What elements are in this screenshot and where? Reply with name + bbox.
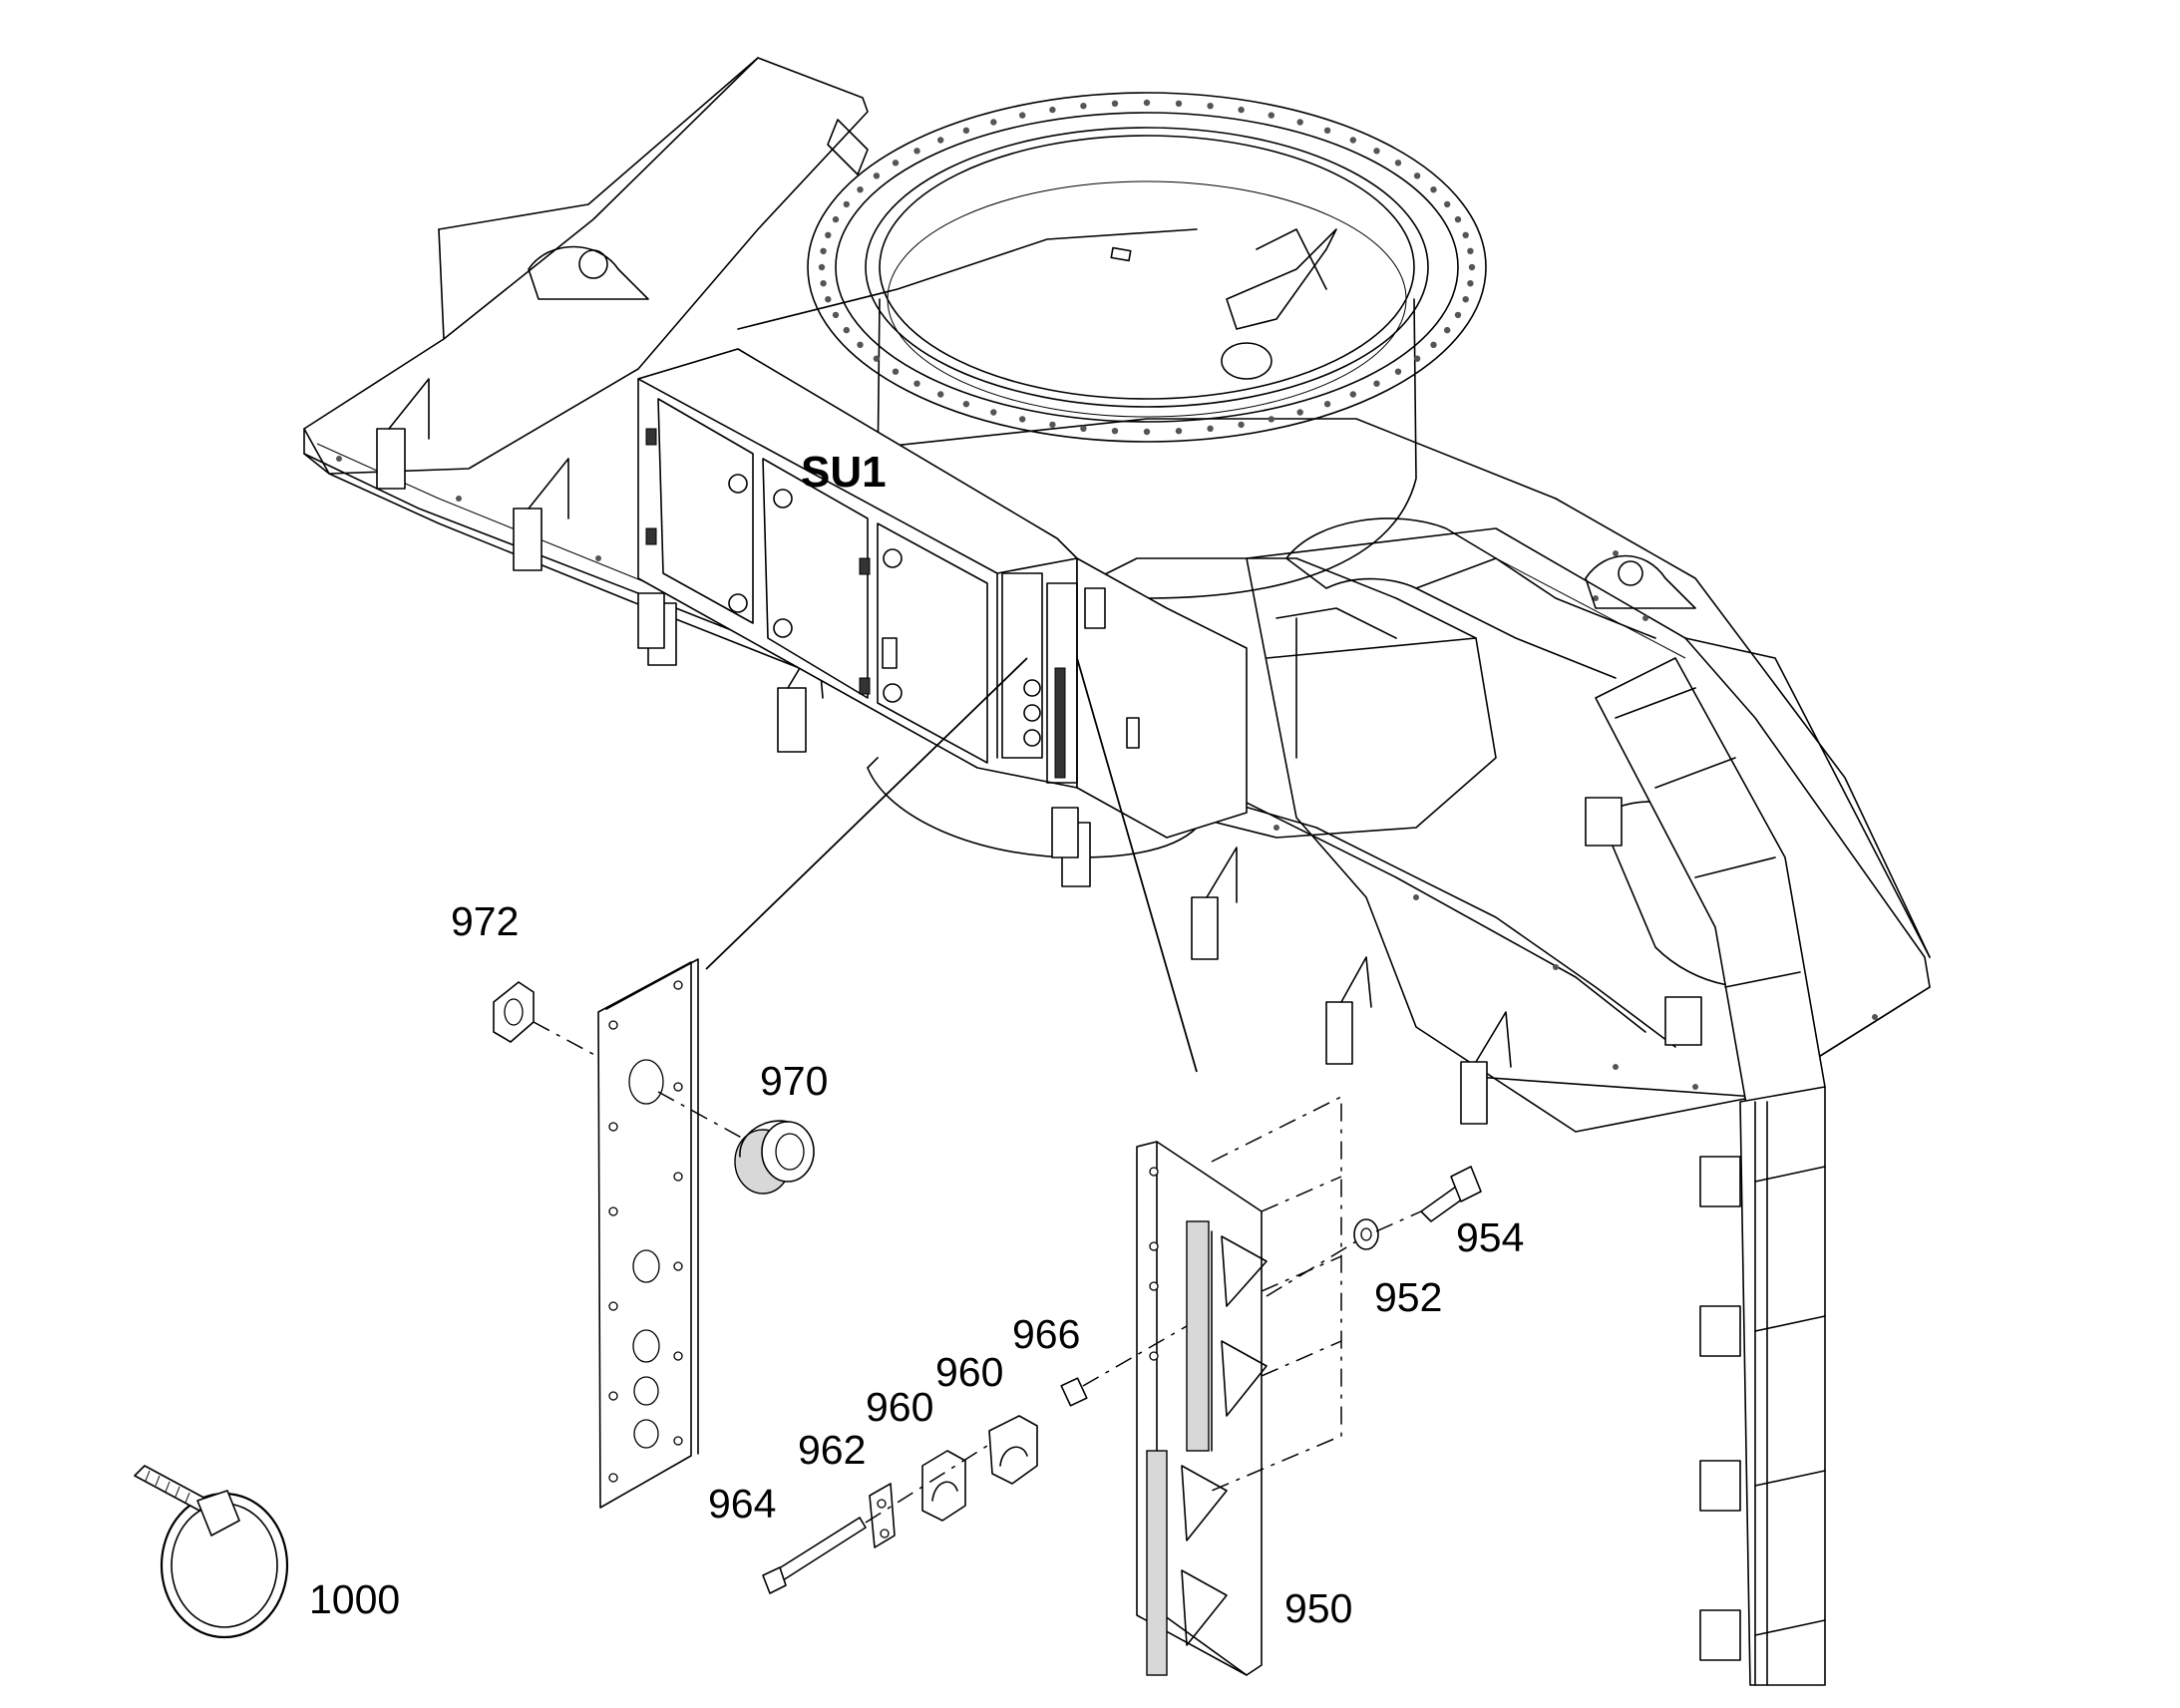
part-1000-cable-tie	[134, 1465, 289, 1639]
flange-bolt-hole	[1373, 148, 1380, 155]
flange-bolt-hole	[990, 119, 997, 126]
flange-bolt-hole	[1462, 296, 1469, 303]
slewing-ring-flange	[807, 92, 1487, 599]
flange-bolt-hole	[1444, 200, 1451, 208]
flange-bolt-hole	[1143, 428, 1151, 436]
part-950-bracket	[1136, 1095, 1342, 1676]
flange-bolt-hole	[892, 160, 900, 167]
flange-bolt-hole	[1268, 416, 1275, 423]
flange-bolt-hole	[1394, 368, 1402, 375]
label-972: 972	[451, 898, 519, 944]
flange-bolt-hole	[913, 148, 920, 155]
flange-bolt-hole	[1413, 355, 1421, 362]
flange-bolt-hole	[1462, 231, 1469, 238]
label-1000: 1000	[309, 1576, 400, 1622]
flange-bolt-hole	[1143, 99, 1151, 107]
part-labels: SU1 972 970 954 952 966 960 960 962 964 …	[309, 448, 1524, 1631]
flange-bolt-hole	[1018, 416, 1026, 423]
flange-bolt-hole	[1018, 112, 1026, 119]
clamp-hardware	[762, 1166, 1482, 1594]
flange-bolt-hole	[1049, 421, 1056, 429]
flange-bolt-hole	[1373, 380, 1380, 387]
flange-bolt-hole	[1238, 421, 1245, 429]
flange-bolt-hole	[1323, 127, 1331, 134]
flange-bolt-hole	[1468, 263, 1476, 271]
flange-bolt-hole	[1394, 160, 1402, 167]
flange-bolt-hole	[1111, 100, 1119, 108]
switch-cabinet-su1	[637, 348, 1248, 858]
label-966: 966	[1012, 1311, 1080, 1357]
leader-lines	[705, 657, 1198, 1073]
label-970: 970	[760, 1058, 828, 1104]
cable-ladder	[1585, 657, 1826, 1686]
flange-bolt-hole	[1175, 428, 1183, 435]
flange-bolt-hole	[1323, 401, 1331, 408]
flange-bolt-hole	[818, 263, 826, 271]
flange-bolt-hole	[1238, 106, 1245, 114]
flange-bolt-hole	[820, 280, 827, 287]
flange-bolt-hole	[857, 341, 864, 348]
flange-bolt-hole	[832, 311, 840, 319]
flange-bolt-hole	[1111, 428, 1119, 435]
flange-bolt-hole	[1207, 425, 1214, 432]
flange-bolt-hole	[1268, 112, 1275, 119]
flange-bolt-hole	[825, 231, 832, 238]
flange-bolt-hole	[1080, 103, 1087, 110]
flange-bolt-hole	[1430, 341, 1437, 348]
flange-bolt-hole	[1296, 409, 1303, 416]
flange-bolt-hole	[1454, 215, 1462, 223]
flange-bolt-hole	[873, 355, 881, 362]
flange-bolt-hole	[1444, 326, 1451, 334]
flange-bolt-hole	[1080, 425, 1087, 432]
flange-bolt-hole	[892, 368, 900, 375]
flange-bolt-hole	[1467, 280, 1474, 287]
flange-bolt-hole	[843, 200, 850, 208]
label-954: 954	[1456, 1214, 1524, 1260]
flange-bolt-hole	[825, 296, 832, 303]
flange-bolt-hole	[1207, 103, 1214, 110]
flange-bolt-hole	[937, 391, 944, 398]
flange-bolt-hole	[937, 137, 944, 144]
flange-bolt-hole	[1454, 311, 1462, 319]
flange-bolt-hole	[857, 186, 864, 193]
label-964: 964	[708, 1481, 776, 1527]
flange-bolt-hole	[962, 401, 970, 408]
flange-bolt-hole	[1467, 247, 1474, 254]
flange-bolt-hole	[1349, 137, 1357, 144]
flange-bolt-hole	[1175, 100, 1183, 108]
flange-bolt-hole	[1349, 391, 1357, 398]
label-su1: SU1	[801, 448, 887, 497]
flange-bolt-hole	[1296, 119, 1303, 126]
label-952: 952	[1374, 1274, 1442, 1320]
flange-bolt-hole	[990, 409, 997, 416]
part-972-plate-assembly	[493, 958, 815, 1509]
label-950: 950	[1284, 1585, 1352, 1631]
flange-bolt-hole	[832, 215, 840, 223]
flange-bolt-hole	[1049, 106, 1056, 114]
flange-bolt-hole	[1430, 186, 1437, 193]
flange-bolt-hole	[1413, 172, 1421, 179]
label-960-lower: 960	[866, 1384, 933, 1430]
flange-bolt-hole	[913, 380, 920, 387]
flange-bolt-hole	[820, 247, 827, 254]
flange-bolt-hole	[843, 326, 850, 334]
label-962: 962	[798, 1427, 866, 1473]
flange-bolt-hole	[873, 172, 881, 179]
label-960-upper: 960	[935, 1349, 1003, 1395]
flange-bolt-hole	[962, 127, 970, 134]
